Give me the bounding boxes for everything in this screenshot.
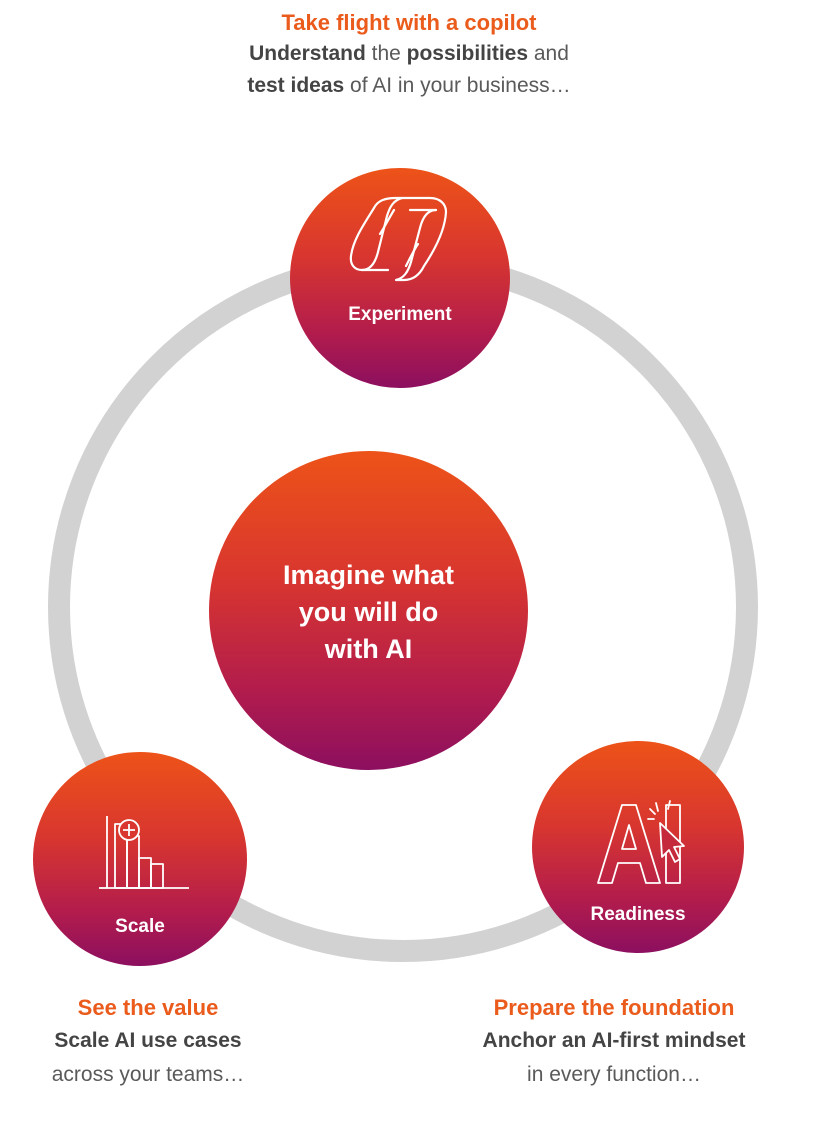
center-label: Imagine what you will do with AI	[209, 557, 528, 668]
center-line-1: Imagine what	[282, 560, 455, 590]
readiness-caption: Prepare the foundation Anchor an AI-firs…	[444, 992, 784, 1092]
scale-caption: See the value Scale AI use cases across …	[28, 992, 268, 1092]
experiment-line-1: Understand the possibilities and	[159, 38, 659, 70]
center-circle: Imagine what you will do with AI	[209, 451, 528, 770]
experiment-circle: Experiment	[290, 168, 510, 388]
center-line-3: with AI	[324, 634, 413, 664]
scale-label: Scale	[115, 916, 165, 937]
text-the: the	[365, 42, 407, 65]
scale-circle: Scale	[33, 752, 247, 966]
readiness-circle: Readiness	[532, 741, 744, 953]
experiment-line-2: test ideas of AI in your business…	[159, 70, 659, 102]
text-and: and	[528, 42, 569, 65]
copilot-logo-icon	[349, 196, 448, 282]
scale-line-2: across your teams…	[51, 1063, 245, 1086]
text-of-ai: of AI in your business…	[344, 74, 571, 97]
readiness-heading: Prepare the foundation	[493, 995, 735, 1020]
text-understand: Understand	[249, 42, 366, 65]
bar-chart-plus-icon	[99, 816, 189, 889]
experiment-heading: Take flight with a copilot	[281, 10, 537, 35]
readiness-line-1: Anchor an AI-first mindset	[482, 1029, 746, 1052]
center-line-2: you will do	[298, 597, 439, 627]
top-caption: Take flight with a copilot Understand th…	[159, 8, 659, 102]
scale-heading: See the value	[77, 995, 219, 1020]
ai-cursor-icon	[597, 800, 685, 884]
text-test-ideas: test ideas	[247, 74, 345, 97]
readiness-label: Readiness	[590, 904, 686, 925]
scale-line-1: Scale AI use cases	[54, 1029, 242, 1052]
experiment-label: Experiment	[348, 304, 452, 325]
text-possibilities: possibilities	[406, 42, 529, 65]
readiness-line-2: in every function…	[527, 1063, 701, 1086]
